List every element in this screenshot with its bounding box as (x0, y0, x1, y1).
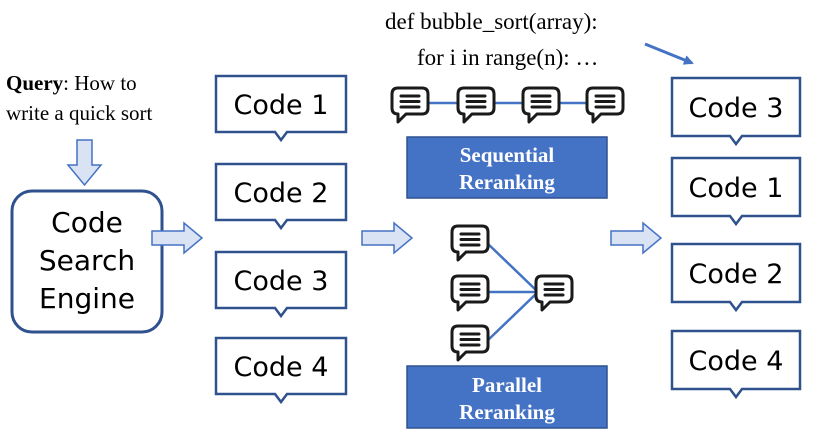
reranked-result-3: Code 2 (670, 242, 802, 313)
query-line-2: write a quick sort (6, 101, 153, 125)
result-label: Code 3 (234, 266, 329, 297)
parallel-line-2: Reranking (459, 400, 555, 424)
result-callout (670, 156, 802, 227)
result-label: Code 3 (689, 93, 784, 124)
initial-result-4: Code 4 (214, 336, 348, 405)
result-callout (670, 76, 802, 147)
parallel-connector (485, 291, 539, 343)
result-label: Code 4 (234, 352, 329, 383)
parallel-reranking-box (406, 365, 608, 429)
chat-bubble-icon (450, 274, 490, 312)
reranked-result-2: Code 1 (670, 156, 802, 227)
result-label: Code 1 (234, 90, 329, 121)
result-callout (214, 336, 348, 405)
result-callout (670, 242, 802, 313)
initial-result-1: Code 1 (214, 74, 348, 143)
engine-line-1: Code (51, 206, 123, 239)
block-arrow-icon (361, 221, 414, 255)
reranked-result-4: Code 4 (670, 329, 802, 400)
parallel-connector (485, 241, 539, 293)
chat-bubble-icon (456, 86, 496, 124)
snippet-pointer-arrow (644, 42, 694, 65)
query-label: Query (6, 71, 64, 95)
chat-bubble-icon (450, 324, 490, 362)
code-snippet-line-2: for i in range(n): … (417, 45, 598, 70)
code-search-engine-box (10, 189, 164, 334)
chat-bubble-icon (450, 224, 490, 262)
code-snippet-line-1: def bubble_sort(array): (385, 9, 598, 34)
initial-result-2: Code 2 (214, 162, 348, 231)
parallel-fan (450, 224, 574, 362)
initial-results: Code 1 Code 2 Code 3 Code 4 (214, 74, 348, 405)
parallel-line-1: Parallel (472, 373, 542, 397)
block-arrow-icon (610, 221, 663, 255)
down-arrow-icon (66, 139, 103, 187)
result-callout (214, 162, 348, 231)
result-label: Code 2 (234, 178, 329, 209)
engine-line-3: Engine (39, 282, 135, 315)
sequential-line-2: Reranking (459, 170, 555, 194)
engine-line-2: Search (39, 244, 135, 277)
chat-bubble-icon (521, 86, 561, 124)
result-callout (670, 329, 802, 400)
sequential-line-1: Sequential (460, 143, 555, 167)
initial-result-3: Code 3 (214, 250, 348, 319)
block-arrow-icon (151, 221, 204, 255)
result-callout (214, 250, 348, 319)
result-label: Code 1 (689, 173, 784, 204)
query-text-1: : How to (63, 71, 137, 95)
chat-bubble-icon (585, 86, 625, 124)
sequential-reranking-box (406, 136, 608, 199)
chat-bubble-icon (390, 86, 430, 124)
reranked-results: Code 3 Code 1 Code 2 Code 4 (670, 76, 802, 400)
reranked-result-1: Code 3 (670, 76, 802, 147)
result-label: Code 2 (689, 259, 784, 290)
query-line-1: Query: How to (6, 71, 137, 95)
sequential-chain (390, 86, 625, 124)
result-label: Code 4 (689, 346, 784, 377)
chat-bubble-icon (534, 274, 574, 312)
result-callout (214, 74, 348, 143)
